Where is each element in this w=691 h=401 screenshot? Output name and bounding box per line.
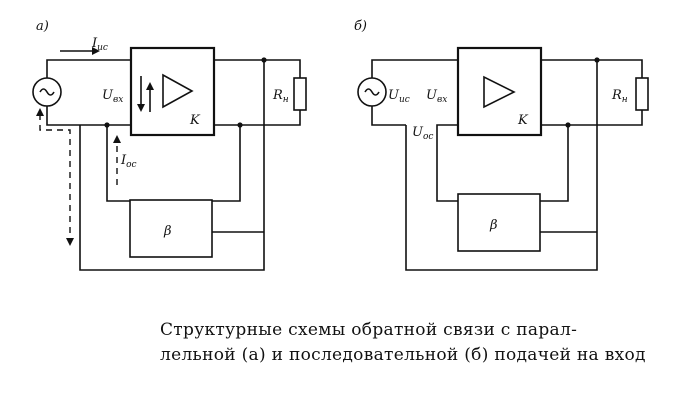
source-b-sine-icon (364, 88, 380, 96)
schematic-b-tag: б) (354, 19, 367, 34)
schematic-b: б) K β Uис Uвх Uос Rн (354, 19, 649, 271)
amplifier-a-triangle-icon (162, 73, 194, 109)
wire-a-load-bottom (214, 110, 301, 126)
wire-b-feedback-out (540, 125, 569, 202)
amplifier-b-block (456, 46, 543, 137)
caption-line-1: Структурные схемы обратной связи с парал… (160, 320, 578, 340)
figure-caption: Структурные схемы обратной связи с парал… (160, 318, 680, 368)
feedback-b-label: β (489, 218, 498, 233)
feedback-current-a-label: Iос (120, 153, 137, 170)
wire-a-feedback-out (212, 125, 241, 202)
source-voltage-b-label: Uис (388, 88, 410, 105)
wire-b-bottom (371, 106, 406, 126)
amplifier-b-triangle-icon (483, 75, 516, 109)
load-b-label: Rн (611, 88, 628, 105)
input-voltage-a-arrowhead2-icon (146, 82, 154, 90)
wire-a-load-branch (79, 60, 265, 271)
feedback-current-a-arrowhead-icon (113, 135, 121, 143)
current-a-left-arrowhead-icon (36, 108, 44, 116)
amplifier-a-gain-label: K (189, 113, 201, 128)
wire-b-feedback-in (436, 124, 458, 202)
wire-a-bottom (46, 106, 131, 126)
current-a-return-path (39, 114, 71, 240)
wire-a-top-out (214, 59, 301, 78)
source-a-sine-icon (39, 88, 55, 96)
input-voltage-b-label: Uвх (426, 88, 447, 105)
feedback-voltage-b-label: Uос (412, 125, 433, 142)
wire-b-top (371, 59, 458, 78)
schematic-a-tag: а) (36, 19, 49, 34)
load-a-label: Rн (272, 88, 289, 105)
load-a-resistor (293, 77, 307, 111)
amplifier-a-block (129, 46, 216, 137)
wire-b-load-bottom (541, 110, 643, 126)
wire-b-load-branch (405, 60, 598, 271)
input-voltage-a-label: Uвх (102, 88, 123, 105)
wire-a-feedback-in (106, 125, 130, 202)
current-a-return-arrowhead-icon (66, 238, 74, 246)
input-voltage-a-arrowhead1-icon (137, 104, 145, 112)
current-a-arrowhead-icon (92, 47, 100, 55)
wire-a-top (46, 59, 131, 78)
feedback-a-label: β (163, 224, 172, 239)
schematic-a: а) K β (32, 19, 307, 271)
load-b-resistor (635, 77, 649, 111)
amplifier-b-gain-label: K (517, 113, 529, 128)
feedback-b-block (457, 193, 541, 252)
wire-b-top-out (541, 59, 643, 78)
current-a-label: Iис (91, 36, 108, 53)
caption-line-2: лельной (а) и последовательной (б) подач… (160, 345, 646, 365)
feedback-a-block (129, 199, 213, 258)
